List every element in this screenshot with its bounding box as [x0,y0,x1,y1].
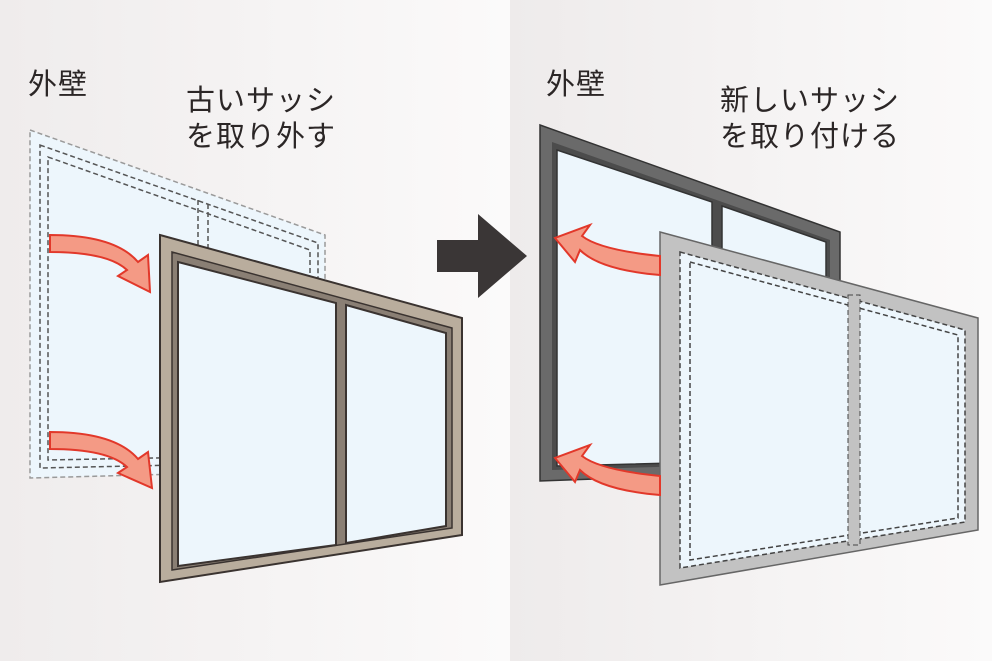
install-arrow-bottom [553,442,661,497]
step-arrow-icon [437,214,527,298]
install-arrow-top [553,222,661,277]
left-caption-line2: を取り外す [186,119,337,153]
left-wall-label: 外壁 [28,67,89,101]
remove-arrow-bottom [49,430,154,490]
old-sash [159,233,463,584]
left-caption-line1: 古いサッシ [186,83,337,117]
new-sash [659,231,979,586]
right-caption-line1: 新しいサッシ [720,83,901,117]
remove-arrow-top [49,233,152,294]
right-wall-label: 外壁 [546,67,607,101]
right-caption-line2: を取り付ける [720,119,901,153]
